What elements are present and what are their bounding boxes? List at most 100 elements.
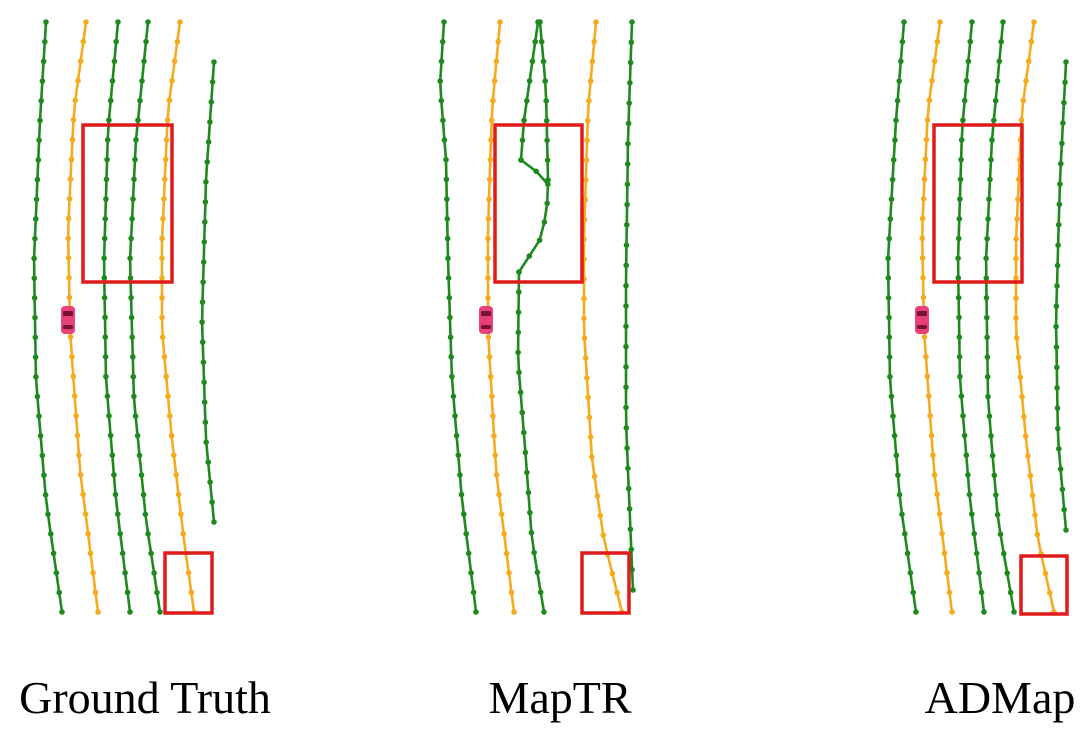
lane-divider-vertex — [48, 531, 54, 537]
lane-centerline-vertex — [487, 156, 494, 163]
lane-divider-vertex — [517, 389, 524, 396]
lane-centerline-vertex — [71, 393, 78, 399]
lane-divider-vertex — [991, 117, 997, 124]
lane-centerline-vertex — [937, 19, 943, 25]
lane-divider-vertex — [211, 519, 217, 525]
lane-divider-vertex — [541, 609, 547, 615]
lane-centerline-path — [160, 21, 196, 613]
lane-divider-vertex — [136, 452, 143, 459]
lane-divider-vertex — [473, 609, 479, 615]
lane-divider-vertex — [993, 492, 999, 498]
lane-centerline-vertex — [66, 275, 72, 281]
lane-divider-vertex — [127, 255, 133, 261]
caption-ground-truth: Ground Truth — [19, 672, 271, 723]
lane-centerline-vertex — [1022, 433, 1029, 440]
lane-centerline-vertex — [159, 275, 165, 281]
lane-centerline-vertex — [928, 432, 935, 439]
lane-divider-vertex — [457, 472, 463, 478]
lane-divider-vertex — [984, 334, 990, 341]
lane-centerline — [159, 19, 197, 615]
lane-divider-vertex — [209, 499, 215, 505]
lane-divider-vertex — [1057, 181, 1063, 187]
lane-divider-vertex — [624, 181, 631, 188]
lane-divider-vertex — [455, 452, 462, 459]
lane-centerline-vertex — [80, 38, 87, 45]
lane-divider-vertex — [629, 19, 635, 25]
lane-divider-vertex — [537, 19, 543, 25]
lane-centerline-vertex — [1032, 512, 1038, 518]
lane-divider-vertex — [31, 255, 37, 262]
lane-divider-path — [1054, 61, 1068, 531]
lane-divider-vertex — [1011, 609, 1017, 615]
lane-centerline-vertex — [65, 215, 72, 222]
lane-divider-path — [516, 271, 546, 613]
lane-divider-vertex — [894, 97, 901, 104]
lane-divider-vertex — [201, 239, 207, 245]
lane-divider-vertex — [452, 413, 458, 419]
lane-divider-vertex — [128, 294, 134, 301]
lane-centerline-vertex — [163, 373, 169, 380]
lane-divider-vertex — [627, 59, 634, 66]
lane-divider-vertex — [135, 117, 141, 123]
lane-divider — [518, 19, 541, 163]
lane-divider-vertex — [997, 531, 1004, 537]
lane-divider-vertex — [111, 58, 118, 65]
lane-divider-vertex — [991, 472, 998, 479]
lane-centerline-vertex — [159, 294, 165, 301]
lane-divider-vertex — [201, 379, 207, 386]
lane-divider-vertex — [102, 334, 109, 340]
lane-centerline-vertex — [1042, 570, 1049, 577]
highlight-box-top — [932, 123, 1024, 284]
lane-centerline-vertex — [171, 58, 178, 64]
lane-divider-vertex — [630, 587, 636, 593]
lane-centerline-vertex — [609, 570, 616, 577]
lane-centerline-vertex — [175, 491, 182, 498]
lane-divider-vertex — [103, 176, 110, 183]
lane-divider-vertex — [528, 529, 535, 536]
lane-centerline-vertex — [164, 117, 171, 123]
lane-centerline-vertex — [931, 472, 938, 478]
lane-divider-vertex — [971, 530, 977, 537]
lane-divider-path — [886, 21, 918, 613]
lane-divider-vertex — [956, 216, 963, 222]
lane-centerline-vertex — [1034, 531, 1041, 538]
lane-centerline-vertex — [934, 38, 941, 45]
lane-divider-vertex — [446, 294, 453, 301]
lane-divider-vertex — [199, 299, 206, 305]
lane-divider-vertex — [207, 479, 213, 485]
lane-divider-vertex — [33, 196, 40, 203]
lane-divider-vertex — [545, 177, 551, 183]
lane-divider-path — [32, 21, 64, 613]
lane-divider-vertex — [122, 570, 128, 576]
lane-centerline — [581, 19, 625, 615]
lane-centerline-vertex — [583, 157, 590, 163]
lane-centerline-vertex — [493, 472, 500, 478]
lane-divider-vertex — [1059, 140, 1065, 147]
lane-divider-vertex — [209, 79, 216, 85]
lane-divider-vertex — [138, 472, 145, 478]
lane-divider-vertex — [37, 117, 43, 124]
lane-centerline-vertex — [159, 235, 165, 242]
lane-centerline-vertex — [162, 176, 168, 182]
lane-divider — [623, 19, 636, 593]
lane-divider-path — [956, 21, 986, 613]
lane-centerline-vertex — [1013, 335, 1020, 341]
lane-divider-vertex — [443, 156, 449, 163]
lane-centerline-vertex — [66, 196, 73, 202]
lane-divider-vertex — [541, 219, 548, 225]
lane-divider-vertex — [623, 384, 629, 391]
lane-divider-vertex — [515, 309, 522, 316]
lane-centerline-vertex — [171, 452, 177, 459]
lane-divider-vertex — [1063, 527, 1069, 533]
lane-divider-vertex — [627, 526, 634, 532]
lane-divider-vertex — [130, 354, 136, 360]
lane-divider — [101, 19, 133, 615]
lane-centerline-vertex — [923, 136, 930, 143]
lane-divider-vertex — [142, 511, 149, 518]
lane-divider-vertex — [986, 196, 992, 202]
lane-divider-vertex — [41, 472, 47, 478]
lane-divider-vertex — [1062, 79, 1068, 86]
lane-divider-vertex — [538, 38, 545, 45]
lane-divider-vertex — [130, 196, 136, 202]
lane-centerline-vertex — [69, 136, 76, 143]
